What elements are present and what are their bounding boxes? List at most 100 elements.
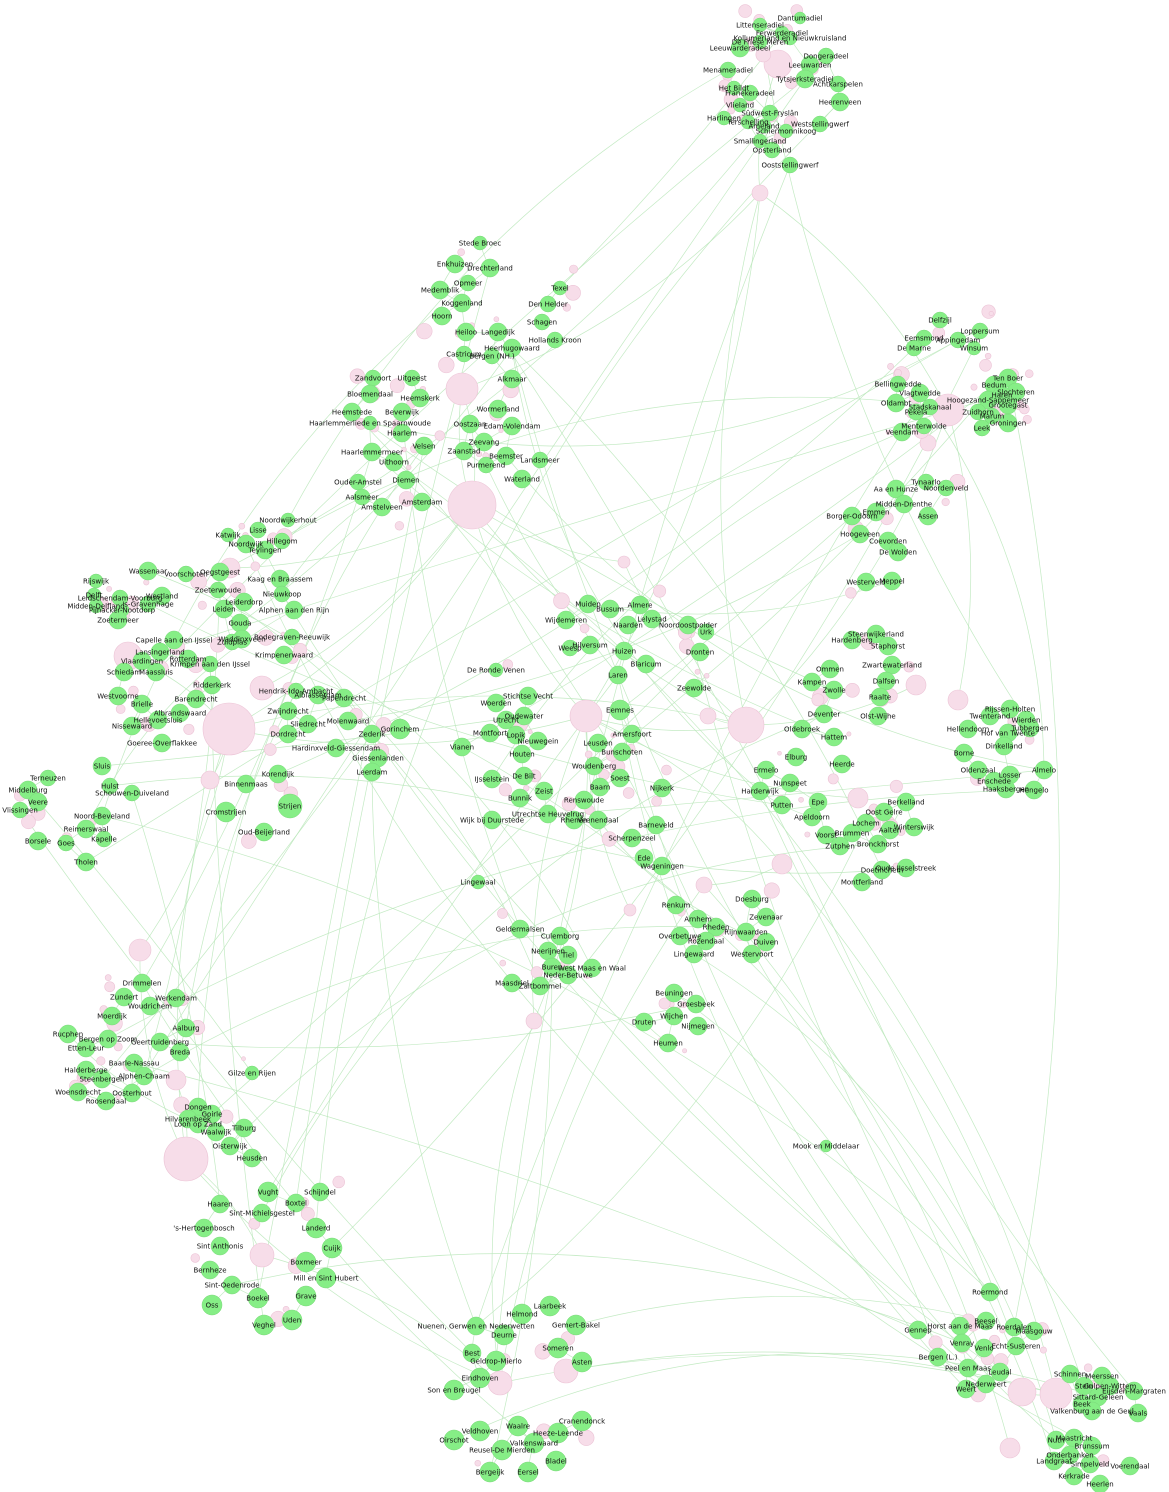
minor-node [562,303,571,312]
municipality-node [636,654,656,674]
municipality-label: Renkum [662,902,691,910]
municipality-label: Hilversum [572,642,608,650]
minor-node [691,937,697,943]
municipality-label: Heerde [829,761,854,769]
municipality-node [214,599,234,619]
municipality-label: Hoogeveen [840,531,880,539]
municipality-label: Woudrichem [128,1003,172,1011]
municipality-label: Kapelle [91,836,117,844]
municipality-node [786,747,806,767]
municipality-node [547,1337,569,1359]
municipality-node [92,806,112,826]
municipality-label: Hardenberg [831,637,872,645]
municipality-label: Castricum [446,351,482,359]
municipality-label: Waddinxveen [218,636,265,644]
municipality-node [652,778,672,798]
municipality-label: Dongen [184,1104,211,1112]
municipality-label: Heerlen [1086,1481,1113,1489]
minor-node [190,573,207,591]
municipality-node [353,488,371,506]
hub-node [847,787,869,809]
minor-node [885,430,891,435]
municipality-label: Drimmelen [123,980,162,988]
municipality-label: Bloemendaal [347,391,393,399]
municipality-label: Katwijk [215,532,241,540]
municipality-label: Zeevang [469,439,500,447]
municipality-label: Oude IJsselstreek [876,865,937,873]
municipality-label: Berkelland [887,799,924,807]
graph-edge [471,504,587,717]
graph-edge [281,479,407,595]
municipality-node [202,1104,222,1124]
graph-edge [511,347,883,871]
municipality-node [496,446,516,466]
municipality-node [242,1148,262,1168]
hub-node [1039,1377,1073,1411]
municipality-label: Geertruidenberg [131,1039,189,1047]
municipality-node [410,388,430,408]
municipality-node [280,512,296,528]
municipality-node [868,834,888,854]
hub-node [617,555,631,569]
municipality-label: Veghel [252,1322,276,1330]
municipality-label: Montferland [841,879,883,887]
municipality-label: Tubbergen [1011,725,1049,733]
graph-edge [593,384,995,767]
municipality-node [88,573,104,589]
minor-node [257,629,274,646]
municipality-node [389,718,411,740]
municipality-label: Midden-Drenthe [876,501,933,509]
municipality-node [980,1282,1000,1302]
municipality-node [958,1358,978,1378]
municipality-node [194,1218,214,1238]
municipality-label: Borne [954,750,975,758]
municipality-label: Dongeradeel [803,53,848,61]
municipality-node [546,331,564,349]
municipality-label: Stichtse Vecht [503,693,553,701]
minor-node [128,685,139,697]
municipality-node [558,965,578,985]
municipality-node [234,592,254,612]
municipality-label: Drechterland [467,265,513,273]
municipality-label: Aa en Hunze [874,486,918,494]
municipality-label: Pekela [905,409,928,417]
municipality-node [550,926,570,946]
graph-edge [231,1253,963,1344]
municipality-label: Borsele [25,838,51,846]
municipality-node [338,711,358,731]
municipality-label: Voorst [815,832,837,840]
municipality-node [188,1114,208,1134]
municipality-node [561,639,579,657]
municipality-node [954,743,974,763]
municipality-label: Delfzijl [928,317,952,325]
municipality-label: Schiermonnikoog [756,128,816,136]
graph-edge [491,819,883,874]
graph-edge [131,78,806,1094]
municipality-node [452,737,472,757]
municipality-node [756,118,772,134]
municipality-node [482,769,502,789]
municipality-node [295,1285,317,1307]
municipality-label: Molenwaard [327,718,370,726]
municipality-label: Bergen (L.) [919,1354,958,1362]
municipality-node [824,680,844,700]
municipality-node [96,1091,116,1111]
minor-node [988,310,994,316]
minor-node [349,368,365,384]
municipality-label: Nijmegen [681,1023,714,1031]
graph-edge [687,624,961,1327]
municipality-label: Wageningen [640,863,684,871]
minor-node [238,522,246,530]
municipality-node [1006,1336,1026,1356]
municipality-node [480,723,500,743]
municipality-node [588,733,608,753]
municipality-label: Horst aan de Maas [927,1323,993,1331]
hub-node [202,702,256,756]
municipality-node [612,742,632,762]
municipality-node [752,133,768,149]
municipality-label: Uitgeest [397,375,427,383]
graph-edge [228,715,587,745]
municipality-label: Harderwijk [741,788,780,796]
minor-node [498,783,512,797]
municipality-label: Raalte [869,694,891,702]
